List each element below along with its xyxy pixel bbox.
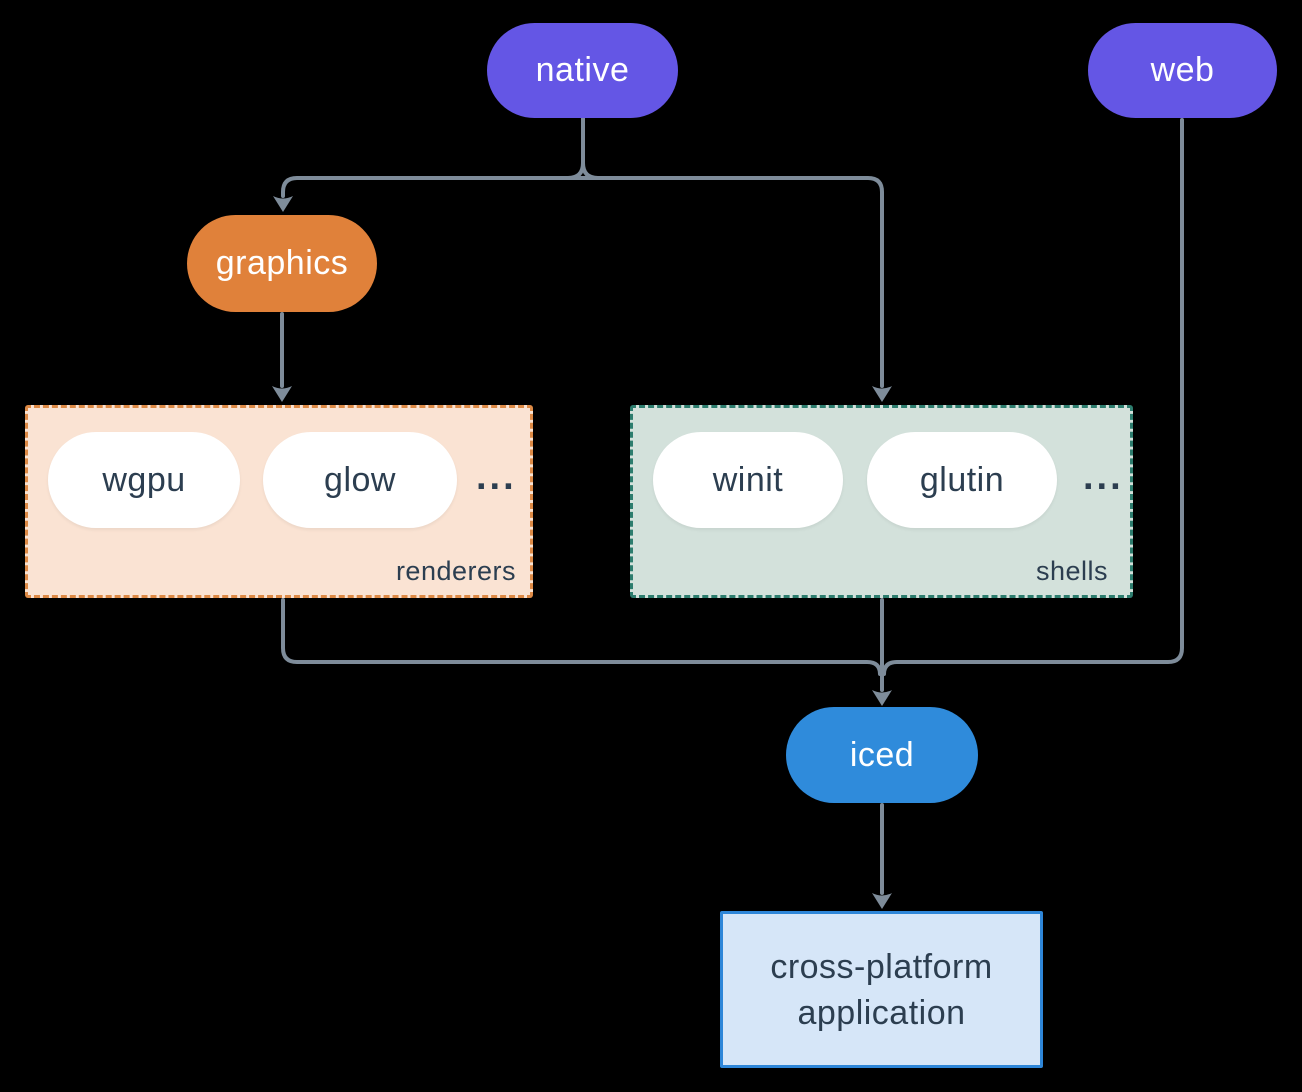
edge-renderers-to-iced: [281, 598, 882, 676]
group-shells: winit glutin ... shells: [630, 405, 1133, 598]
application-label-line2: application: [797, 993, 966, 1032]
glow-label: glow: [324, 460, 396, 499]
node-glow: glow: [263, 432, 457, 528]
node-winit: winit: [653, 432, 843, 528]
edge-graphics-to-renderers: [272, 312, 292, 402]
node-glutin: glutin: [867, 432, 1057, 528]
renderers-ellipsis: ...: [476, 456, 517, 498]
web-label: web: [1150, 51, 1215, 89]
native-label: native: [535, 51, 630, 89]
group-renderers: wgpu glow ... renderers: [25, 405, 533, 598]
graphics-label: graphics: [215, 244, 349, 282]
wgpu-label: wgpu: [102, 460, 186, 499]
edge-shells-to-iced: [872, 598, 892, 706]
shells-label: shells: [1035, 556, 1108, 586]
application-label-line1: cross-platform: [770, 947, 993, 986]
node-application: cross-platform application: [720, 911, 1043, 1068]
node-wgpu: wgpu: [48, 432, 240, 528]
iced-label: iced: [849, 735, 915, 774]
glutin-label: glutin: [919, 460, 1005, 499]
node-native: native: [487, 23, 678, 118]
node-graphics: graphics: [187, 215, 377, 312]
winit-label: winit: [712, 460, 784, 499]
shells-ellipsis: ...: [1083, 456, 1124, 498]
node-iced: iced: [786, 707, 978, 803]
node-web: web: [1088, 23, 1277, 118]
renderers-label: renderers: [395, 556, 516, 586]
edge-iced-to-application: [872, 803, 892, 909]
